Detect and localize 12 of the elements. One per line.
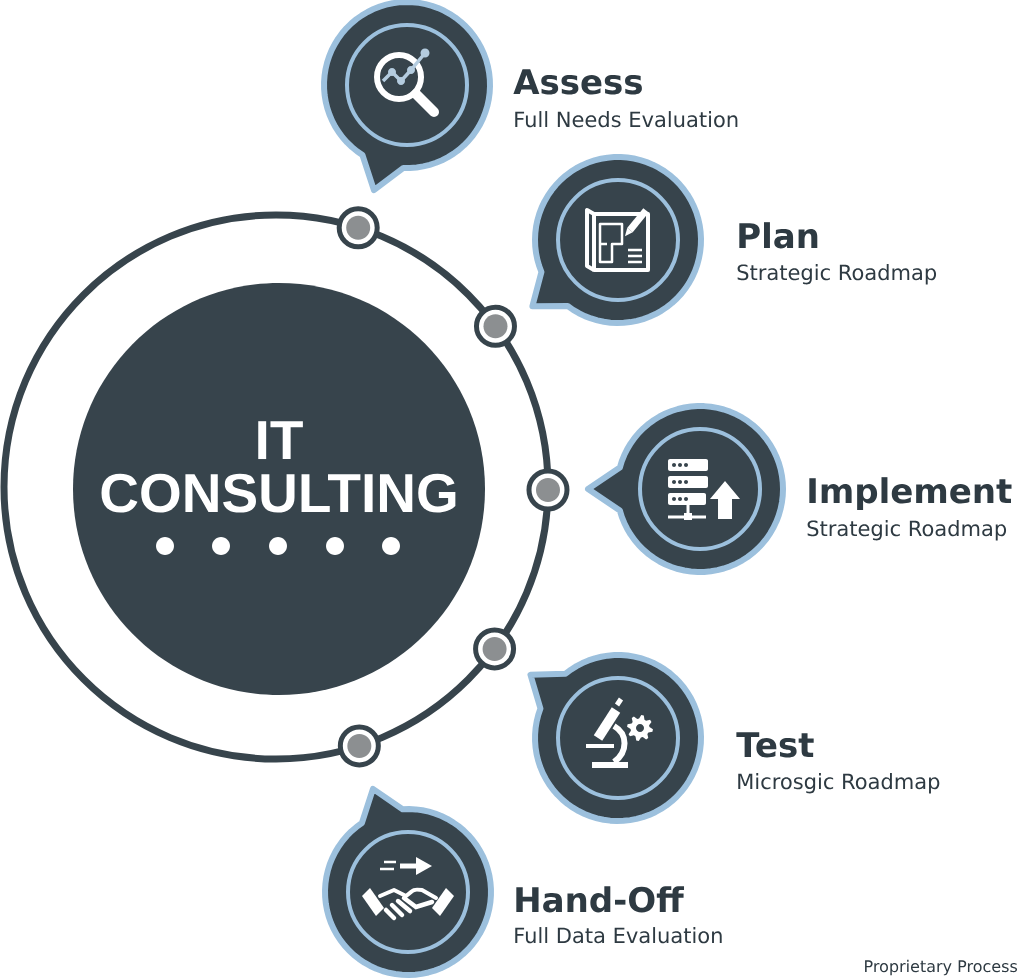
step-title: Assess xyxy=(513,69,642,95)
step-subtitle: Full Needs Evaluation xyxy=(515,111,738,128)
step-title: Hand-Off xyxy=(516,886,684,913)
step-subtitle: Strategic Roadmap xyxy=(737,264,937,285)
step-title: Implement xyxy=(809,477,1012,511)
step-title: Plan xyxy=(739,222,818,249)
step-subtitle: Full Data Evaluation xyxy=(515,927,722,944)
step-subtitle: Strategic Roadmap xyxy=(807,520,1007,541)
step-subtitle: Microsgic Roadmap xyxy=(738,773,940,794)
hub-label: IT CONSULTING xyxy=(101,421,456,513)
footer-note: Proprietary Process xyxy=(865,959,1018,976)
step-title: Test xyxy=(736,732,814,758)
